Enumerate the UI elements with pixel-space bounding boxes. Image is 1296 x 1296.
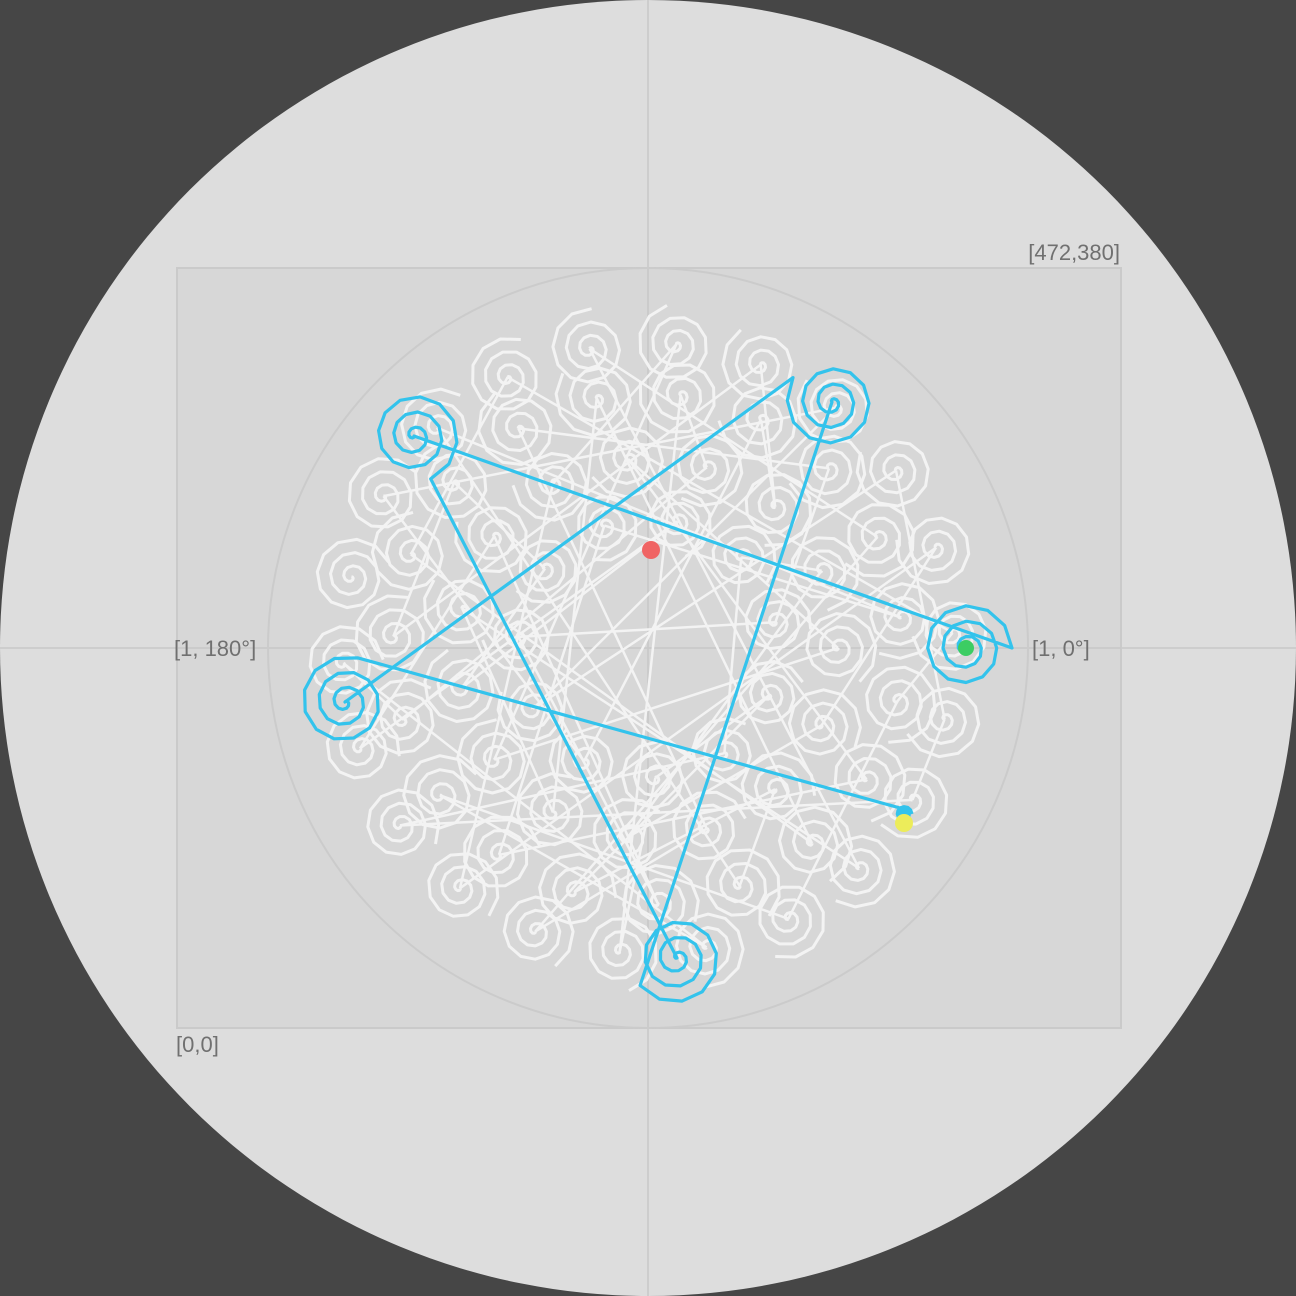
background-chord	[436, 426, 902, 619]
background-spiral	[588, 917, 658, 992]
background-spiral	[347, 457, 416, 529]
background-chord	[551, 398, 598, 813]
background-chord	[461, 607, 555, 814]
background-chord	[493, 646, 839, 761]
background-chord	[461, 607, 860, 870]
top-right-corner-label: [472,380]	[1028, 240, 1120, 265]
background-spiral	[895, 516, 971, 585]
background-spiral	[496, 681, 564, 743]
background-spiral	[551, 307, 621, 384]
background-chord	[517, 636, 659, 904]
background-chord	[382, 495, 586, 762]
background-chord	[410, 553, 813, 845]
highlight-spiral-path	[303, 367, 1014, 1003]
background-spiral	[638, 304, 708, 379]
center-point	[642, 541, 660, 559]
highlight-path	[303, 367, 1014, 1003]
background-chord	[532, 406, 837, 710]
background-chord	[627, 569, 823, 838]
background-chord	[740, 556, 822, 572]
background-chord	[534, 536, 879, 933]
background-chord	[392, 363, 762, 638]
background-spiral	[828, 834, 896, 909]
background-chord	[453, 481, 546, 570]
background-spiral	[833, 743, 907, 823]
background-chord	[911, 718, 946, 801]
background-spiral	[365, 678, 435, 755]
right-axis-label: [1, 0°]	[1032, 636, 1090, 661]
background-chord	[402, 466, 708, 721]
start-point	[958, 640, 974, 656]
background-spiral	[423, 648, 495, 723]
background-spiral	[414, 440, 488, 519]
background-spiral	[788, 434, 867, 510]
spiral-pattern	[308, 304, 988, 992]
background-chord	[461, 567, 547, 689]
background-spiral	[790, 536, 860, 612]
background-chord	[679, 394, 708, 468]
background-spiral	[721, 328, 794, 401]
background-spiral	[592, 798, 661, 870]
end-point	[895, 814, 913, 832]
background-chord	[618, 394, 682, 952]
background-spiral	[502, 895, 575, 968]
background-spiral	[880, 767, 949, 839]
background-spiral	[638, 363, 716, 434]
background-chord	[787, 700, 899, 920]
left-axis-label: [1, 180°]	[174, 636, 256, 661]
unit-circle	[267, 267, 1029, 1029]
background-spiral	[906, 686, 981, 759]
background-chord	[582, 418, 763, 762]
background-chord	[573, 694, 770, 893]
background-chord	[738, 788, 777, 887]
background-chord	[588, 347, 879, 538]
background-chord	[534, 827, 708, 933]
background-spiral	[315, 537, 390, 610]
background-chord	[439, 794, 789, 920]
background-chord	[493, 343, 678, 761]
background-spiral	[796, 378, 869, 444]
background-spiral	[325, 711, 401, 780]
background-chord	[409, 376, 509, 555]
background-spiral	[370, 510, 444, 591]
background-spiral	[354, 594, 425, 672]
background-chord	[759, 364, 777, 507]
background-chord	[552, 343, 678, 485]
background-spiral	[366, 788, 441, 856]
background-chord	[399, 798, 913, 827]
background-spiral	[865, 665, 937, 744]
bottom-left-corner-label: [0,0]	[176, 1032, 219, 1057]
background-chord	[459, 546, 937, 890]
background-spiral	[538, 852, 618, 925]
background-spiral	[711, 524, 777, 585]
background-spiral	[855, 440, 930, 508]
background-chord	[498, 778, 867, 857]
background-spiral	[515, 539, 578, 604]
background-spiral	[787, 688, 862, 756]
background-chord	[595, 397, 814, 844]
background-chord	[894, 470, 946, 720]
background-chord	[588, 348, 861, 869]
background-chord	[461, 520, 679, 689]
background-chord	[573, 788, 776, 894]
background-chord	[399, 751, 725, 827]
background-spiral	[675, 912, 745, 989]
background-chord	[383, 406, 837, 498]
background-spiral	[427, 852, 500, 918]
background-spiral	[737, 660, 804, 725]
background-spiral	[740, 751, 817, 821]
background-spiral	[805, 612, 878, 683]
background-spiral	[402, 754, 478, 830]
background-chord	[435, 427, 741, 887]
